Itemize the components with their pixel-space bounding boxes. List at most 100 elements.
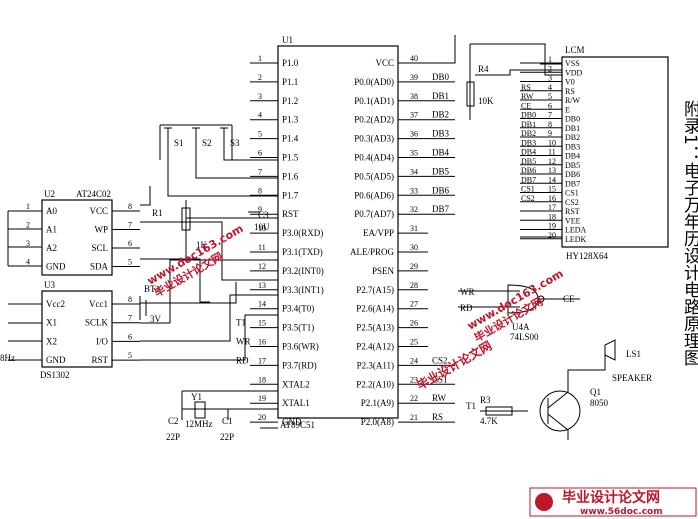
y1-value: 12MHz [185, 419, 213, 429]
u1-pin-name: P3.4(T0) [282, 304, 314, 314]
u1-pin-number: 39 [410, 73, 418, 82]
u1-pin-number: 31 [410, 224, 418, 233]
u1-pin-name: P0.0(AD0) [354, 77, 394, 87]
u1-pin-number: 15 [258, 319, 266, 328]
lcm-pin-name: DB7 [565, 179, 580, 188]
switch-shapes [164, 127, 228, 146]
u1-pin-name: P1.3 [282, 115, 299, 125]
lcm-pin-number: 9 [548, 129, 552, 138]
lcm-pin-number: 10 [548, 138, 556, 147]
q1-value: 8050 [590, 398, 609, 408]
u3-pin-name: Vcc2 [46, 299, 65, 309]
u2-pin-number: 6 [128, 239, 132, 248]
u3-body [41, 290, 113, 368]
u1-pin-name: P0.1(AD1) [354, 96, 394, 106]
lcm-pin-number: 8 [548, 120, 552, 129]
lcm-net-label: DB3 [521, 138, 536, 147]
c3-label: C3 [258, 210, 269, 220]
s2-label: S2 [202, 138, 212, 148]
lcm-pin-name: RS [565, 87, 575, 96]
u1-pin-number: 29 [410, 262, 418, 271]
u3-crystal-frag: 8Hz [0, 353, 15, 363]
lcm-pin-number: 13 [548, 166, 556, 175]
u1-pin-number: 32 [410, 205, 418, 214]
u1-pin-name: P0.4(AD4) [354, 153, 394, 163]
lcm-ref: LCM [565, 45, 585, 55]
u1-body [277, 45, 399, 419]
u1-pin-name: RST [282, 209, 299, 219]
u1-pin-number: 35 [410, 149, 418, 158]
u1-pin-name: P2.0(A8) [361, 417, 394, 427]
lcm-net-label: DB1 [521, 120, 536, 129]
u1-pin-name: P1.6 [282, 171, 299, 181]
lcm-pin-number: 2 [548, 64, 552, 73]
u1-pin-number: 18 [258, 375, 266, 384]
u1-pin-number: 4 [258, 111, 262, 120]
u1-pin-number: 30 [410, 243, 418, 252]
u1-net-label: DB4 [432, 148, 450, 158]
lcm-pin-name: VSS [565, 59, 580, 68]
u1-pin-number: 10 [258, 224, 266, 233]
u1-pin-number: 2 [258, 73, 262, 82]
lcm-pin-number: 14 [548, 175, 556, 184]
u1-pin-number: 7 [258, 167, 262, 176]
lcm-pin-number: 20 [548, 231, 556, 240]
u2-pin-number: 7 [128, 221, 132, 230]
r1-value: 1K [196, 240, 208, 250]
u1-net-label: CS1 [432, 374, 448, 384]
u1-pin-name: P3.6(WR) [282, 342, 319, 352]
lcm-net-label: CS2 [521, 194, 535, 203]
u1-pin-name: ALE/PROG [350, 247, 395, 257]
c2-label: C2 [168, 416, 179, 426]
u3-ref: U3 [44, 280, 55, 290]
u1-pin-name: P3.3(INT1) [282, 285, 324, 295]
watermark-bottom-cn: 毕业设计论文网 [562, 489, 660, 506]
u2-pin-number: 4 [26, 258, 30, 267]
u1-part: AT89C51 [280, 420, 315, 430]
lcm-pin-name: DB0 [565, 115, 580, 124]
u2-pin-name: A2 [46, 243, 57, 253]
r4-value: 10K [478, 96, 494, 106]
c1-value: 22P [220, 432, 234, 442]
y1-label: Y1 [191, 392, 202, 402]
lcm-pin-number: 7 [548, 111, 552, 120]
r3-label: R3 [480, 395, 491, 405]
u1-pin-number: 1 [258, 54, 262, 63]
r4-label: R4 [478, 64, 489, 74]
lcm-net-label: DB0 [521, 111, 536, 120]
lcm-pin-name: V0 [565, 78, 575, 87]
bt1-value: 3V [150, 314, 162, 324]
u1-pin-number: 17 [258, 356, 266, 365]
u1-pin-name: P1.1 [282, 77, 298, 87]
u1-pin-number: 20 [258, 413, 266, 422]
u1-pin-number: 28 [410, 281, 418, 290]
u1-net-label: DB7 [432, 204, 450, 214]
q1-shape [539, 390, 581, 432]
lcm-pin-number: 18 [548, 212, 556, 221]
lcm-pin-name: LEDA [565, 226, 587, 235]
u1-pin-number: 40 [410, 54, 418, 63]
u3-pin-name: GND [46, 355, 66, 365]
lcm-pin-number: 1 [548, 55, 552, 64]
u1-pin-number: 37 [410, 111, 418, 120]
lcm-pin-name: DB6 [565, 170, 580, 179]
u2-pin-number: 5 [128, 258, 132, 267]
u1-net-label: DB6 [432, 185, 450, 195]
ls1-label: LS1 [626, 349, 641, 359]
lcm-pin-number: 5 [548, 92, 552, 101]
c3-value: 10U [254, 222, 270, 232]
u2-pin-number: 1 [26, 202, 30, 211]
u1-pin-name: GND [282, 417, 302, 427]
u1-pin-number: 33 [410, 186, 418, 195]
u1-ref: U1 [282, 35, 293, 45]
u2-ref: U2 [44, 189, 55, 199]
u1-pin-name: P0.3(AD3) [354, 134, 394, 144]
q1-label: Q1 [590, 387, 601, 397]
u1-net-label: DB5 [432, 166, 450, 176]
nand-bubble [537, 295, 545, 303]
u1-pin-number: 9 [258, 205, 262, 214]
u1-pin-name: P3.1(TXD) [282, 247, 323, 257]
u1-left-net-label: WR [236, 337, 251, 347]
u2-pin-number: 2 [26, 221, 30, 230]
lcm-pin-name: VDD [565, 68, 583, 77]
